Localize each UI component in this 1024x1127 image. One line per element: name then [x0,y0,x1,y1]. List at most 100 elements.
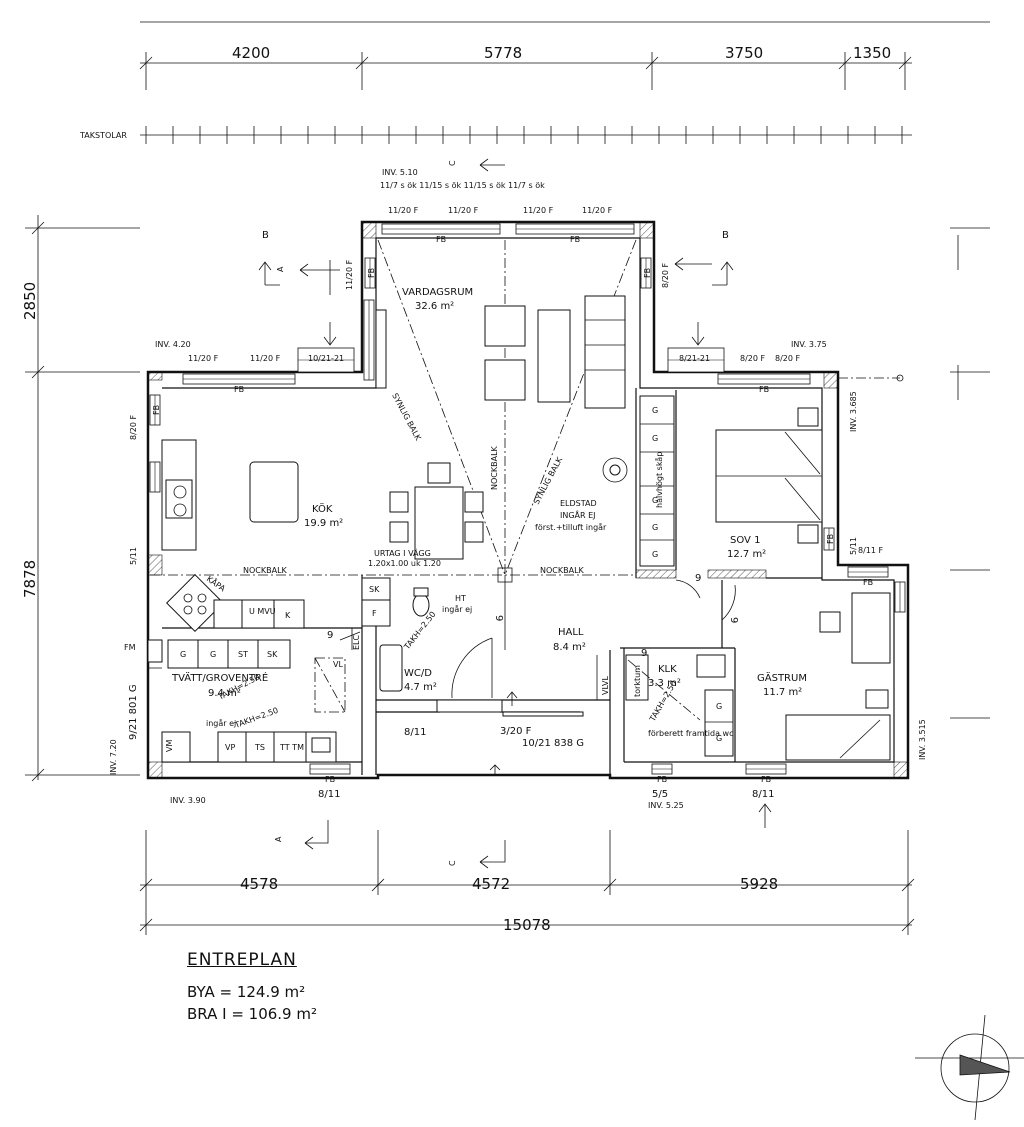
appliance-vp: VP [225,743,235,752]
appliance-vlvl: VLVL [601,675,610,695]
door-921: 9/21 801 G [128,684,139,740]
inv-510: INV. 5.10 [382,168,418,177]
wardrobe-g: G [652,523,658,532]
section-a-bottom: A [274,836,283,842]
bya-area: BYA = 124.9 m² [187,983,306,1001]
stove [166,574,224,632]
fb-label: FB [643,268,652,278]
room-area-klk: 3.3 m² [648,678,681,689]
truss-line: TAKSTOLAR [79,126,912,144]
room-name-kok: KÖK [312,502,333,515]
section-arrow-icon [479,840,506,869]
appliance-ts: TS [254,743,265,752]
front-door[interactable] [436,699,503,713]
section-markers: B B A A C C [258,158,772,869]
fireplace-icon [602,457,628,483]
sofa [584,295,626,409]
coffee-table [537,309,571,403]
appliance-sk: SK [267,650,278,659]
appliance-vm: VM [165,740,174,752]
fm-label: FM [124,643,136,652]
room-name-vardagsrum: VARDAGSRUM [402,287,473,298]
doors [147,579,736,775]
dim-total: 15078 [503,916,551,934]
plan-title: ENTREPLAN [187,950,297,970]
halvhogt-label: halvhögt skåp [654,452,664,508]
window-label: 11/20 F [448,206,479,215]
forberett-label: förberett framtida wc [648,729,733,738]
elc-label: ELC [352,634,361,650]
window-label: 11/20 F [345,259,354,290]
fb-label: FB [761,775,771,784]
door-811: 8/11 [318,789,340,800]
appliance-st: ST [238,650,248,659]
ingar-ej-label: INGÅR EJ [560,509,596,520]
wardrobe-g: G [652,496,658,505]
urtag-dim-label: 1.20x1.00 uk 1.20 [368,559,441,568]
window-label: 11/20 F [582,206,613,215]
room-area-kok: 19.9 m² [304,518,343,529]
top-dimension-chain: 4200 5778 3750 1350 [139,21,990,90]
desk [851,592,891,664]
inv-3515: INV. 3.515 [918,719,927,760]
appliance-g: G [210,650,216,659]
dining-table [414,486,464,560]
furniture [161,295,891,763]
takh-label: TAKH=2.50 [233,706,280,730]
section-arrow-icon [258,261,280,286]
bra-area: BRA I = 106.9 m² [187,1005,317,1023]
ht-sub-label: ingår ej [442,604,472,614]
room-area-gastrum: 11.7 m² [763,687,802,698]
window-label-820: 8/20 F [129,414,138,440]
north-arrow-icon [915,1014,1024,1121]
takstolar-label: TAKSTOLAR [79,131,127,140]
eldstad-label: ELDSTAD [560,499,597,508]
fb-label: FB [863,578,873,587]
inv-3685: INV. 3.685 [849,391,858,432]
room-area-hall: 8.4 m² [553,642,586,653]
fb-label: FB [325,775,335,784]
section-b-left: B [262,230,269,241]
right-dimension-marks [950,227,990,719]
window-label-511: 5/11 [129,547,138,565]
room-area-sov1: 12.7 m² [727,549,766,560]
forst-tilluft-label: först.+tilluft ingår [535,522,607,532]
dim-bottom-2: 4572 [472,875,510,893]
room-name-sov1: SOV 1 [730,535,760,546]
appliance-u-mvu: U MVU [249,607,276,616]
nockbalk-label-right: NOCKBALK [540,566,585,575]
room-name-gastrum: GÄSTRUM [757,671,807,684]
window-label: 11/20 F [523,206,554,215]
door-9: 9 [641,648,647,659]
section-arrow-icon [299,260,340,295]
window-label-821: 8/21-21 [679,354,710,363]
room-area-tvatt: 9.4 m² [208,688,241,699]
section-b-right: B [722,230,729,241]
room-name-wcd: WC/D [404,668,432,679]
fb-label: FB [436,235,446,244]
appliance-tt-tm: TT TM [279,743,304,752]
room-name-tvatt: TVÄTT/GROVENTRÉ [171,671,268,684]
fb-label: FB [826,534,835,544]
section-c-top: C [448,160,457,166]
bottom-dimension-chain: 4578 4572 5928 15078 [139,830,915,935]
synlig-balk-label-left: SYNLIG BALK [390,392,423,443]
fb-label: FB [234,385,244,394]
inv-390: INV. 3.90 [170,796,206,805]
toilet [412,593,430,617]
window-label-1021: 10/21-21 [308,354,344,363]
appliance-torktumlare: torktum [633,665,642,697]
f-label: F [372,609,377,618]
door-811: 8/11 [404,727,426,738]
window-label: 11/20 F [250,354,281,363]
urtag-label: URTAG I VÄGG [374,548,431,558]
door-811: 8/11 [752,789,774,800]
left-dimension-chain: 2850 7878 [21,215,140,782]
room-labels: VARDAGSRUM 32.6 m² KÖK 19.9 m² SOV 1 12.… [171,287,807,699]
door-320f: 3/20 F [500,726,532,737]
appliance-g: G [180,650,186,659]
room-name-klk: KLK [658,664,677,675]
